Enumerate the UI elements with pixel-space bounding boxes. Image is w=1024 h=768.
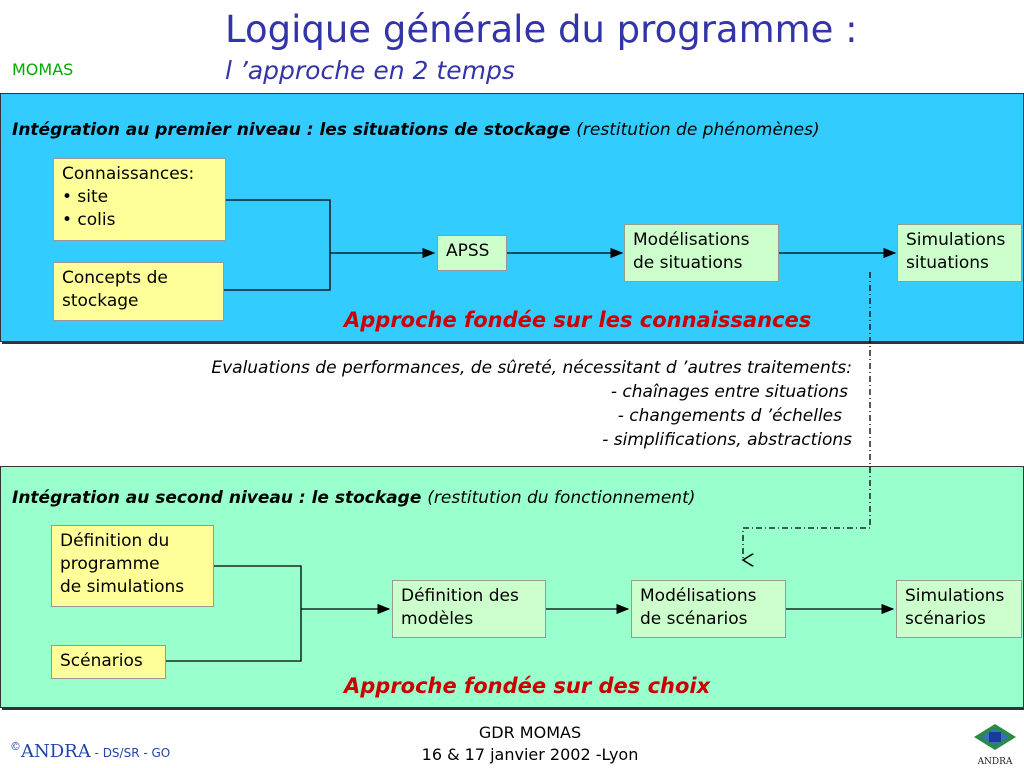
- momas-tag: MOMAS: [12, 60, 74, 79]
- simulations-scenarios-line: Simulations: [905, 586, 1005, 606]
- dashdot-link-line: [743, 272, 871, 560]
- evaluations-item: - simplifications, abstractions: [602, 430, 852, 450]
- approach-choices-label: Approche fondée sur des choix: [344, 674, 711, 698]
- page-subtitle: l ’approche en 2 temps: [225, 56, 515, 85]
- level2-merge-line: [166, 565, 302, 662]
- apss-box: APSS: [437, 235, 507, 271]
- level2-heading-note: (restitution du fonctionnement): [427, 488, 696, 508]
- footer-dept: - DS/SR - GO: [90, 746, 171, 760]
- level1-merge-line: [224, 199, 331, 291]
- definition-programme-box: Définition du programme de simulations: [51, 525, 214, 607]
- concepts-box-line: Concepts de: [62, 268, 168, 288]
- simulations-situations-box: Simulations situations: [897, 224, 1022, 282]
- modelisations-scenarios-line: de scénarios: [640, 609, 748, 629]
- footer-org-name: ANDRA: [21, 741, 91, 762]
- concepts-box-line: stockage: [62, 291, 139, 311]
- footer-org: ©ANDRA - DS/SR - GO: [10, 740, 170, 762]
- definition-modeles-line: modèles: [401, 609, 474, 629]
- andra-logo-icon: [974, 724, 1016, 750]
- definition-programme-line: Définition du: [60, 531, 170, 551]
- evaluations-item: - chaînages entre situations: [610, 382, 848, 402]
- simulations-situations-line: situations: [906, 253, 989, 273]
- evaluations-lead: Evaluations de performances, de sûreté, …: [211, 358, 852, 378]
- definition-modeles-line: Définition des: [401, 586, 519, 606]
- modelisations-scenarios-line: Modélisations: [640, 586, 757, 606]
- simulations-situations-line: Simulations: [906, 230, 1006, 250]
- definition-modeles-box: Définition des modèles: [392, 580, 546, 638]
- definition-programme-line: programme: [60, 554, 160, 574]
- knowledge-box: Connaissances: • site • colis: [53, 158, 226, 241]
- footer-event: GDR MOMAS 16 & 17 janvier 2002 -Lyon: [380, 722, 680, 766]
- modelisations-situations-box: Modélisations de situations: [624, 224, 779, 282]
- apss-box-label: APSS: [446, 241, 490, 261]
- level1-heading-note: (restitution de phénomènes): [576, 120, 820, 140]
- footer-event-name: GDR MOMAS: [478, 723, 582, 742]
- copyright-symbol: ©: [10, 740, 21, 753]
- concepts-box: Concepts de stockage: [53, 262, 224, 321]
- evaluations-text: Evaluations de performances, de sûreté, …: [211, 356, 852, 452]
- footer-event-date: 16 & 17 janvier 2002 -Lyon: [421, 745, 639, 764]
- modelisations-situations-line: de situations: [633, 253, 743, 273]
- simulations-scenarios-line: scénarios: [905, 609, 986, 629]
- level1-heading-text: Intégration au premier niveau : les situ…: [12, 120, 571, 140]
- scenarios-box: Scénarios: [51, 645, 166, 679]
- modelisations-scenarios-box: Modélisations de scénarios: [631, 580, 786, 638]
- level2-heading: Intégration au second niveau : le stocka…: [12, 488, 695, 508]
- knowledge-box-line: Connaissances:: [62, 164, 195, 184]
- modelisations-situations-line: Modélisations: [633, 230, 750, 250]
- scenarios-box-label: Scénarios: [60, 651, 143, 671]
- approach-knowledge-label: Approche fondée sur les connaissances: [344, 308, 812, 332]
- page-title: Logique générale du programme :: [225, 8, 858, 51]
- andra-logo-text: ANDRA: [977, 757, 1013, 767]
- knowledge-box-line: • colis: [62, 210, 116, 230]
- knowledge-box-line: • site: [62, 187, 109, 207]
- definition-programme-line: de simulations: [60, 577, 185, 597]
- andra-logo: ANDRA: [968, 722, 1022, 767]
- simulations-scenarios-box: Simulations scénarios: [896, 580, 1022, 638]
- level2-heading-text: Intégration au second niveau : le stocka…: [12, 488, 422, 508]
- evaluations-item: - changements d ’échelles: [617, 406, 842, 426]
- level1-heading: Intégration au premier niveau : les situ…: [12, 120, 820, 140]
